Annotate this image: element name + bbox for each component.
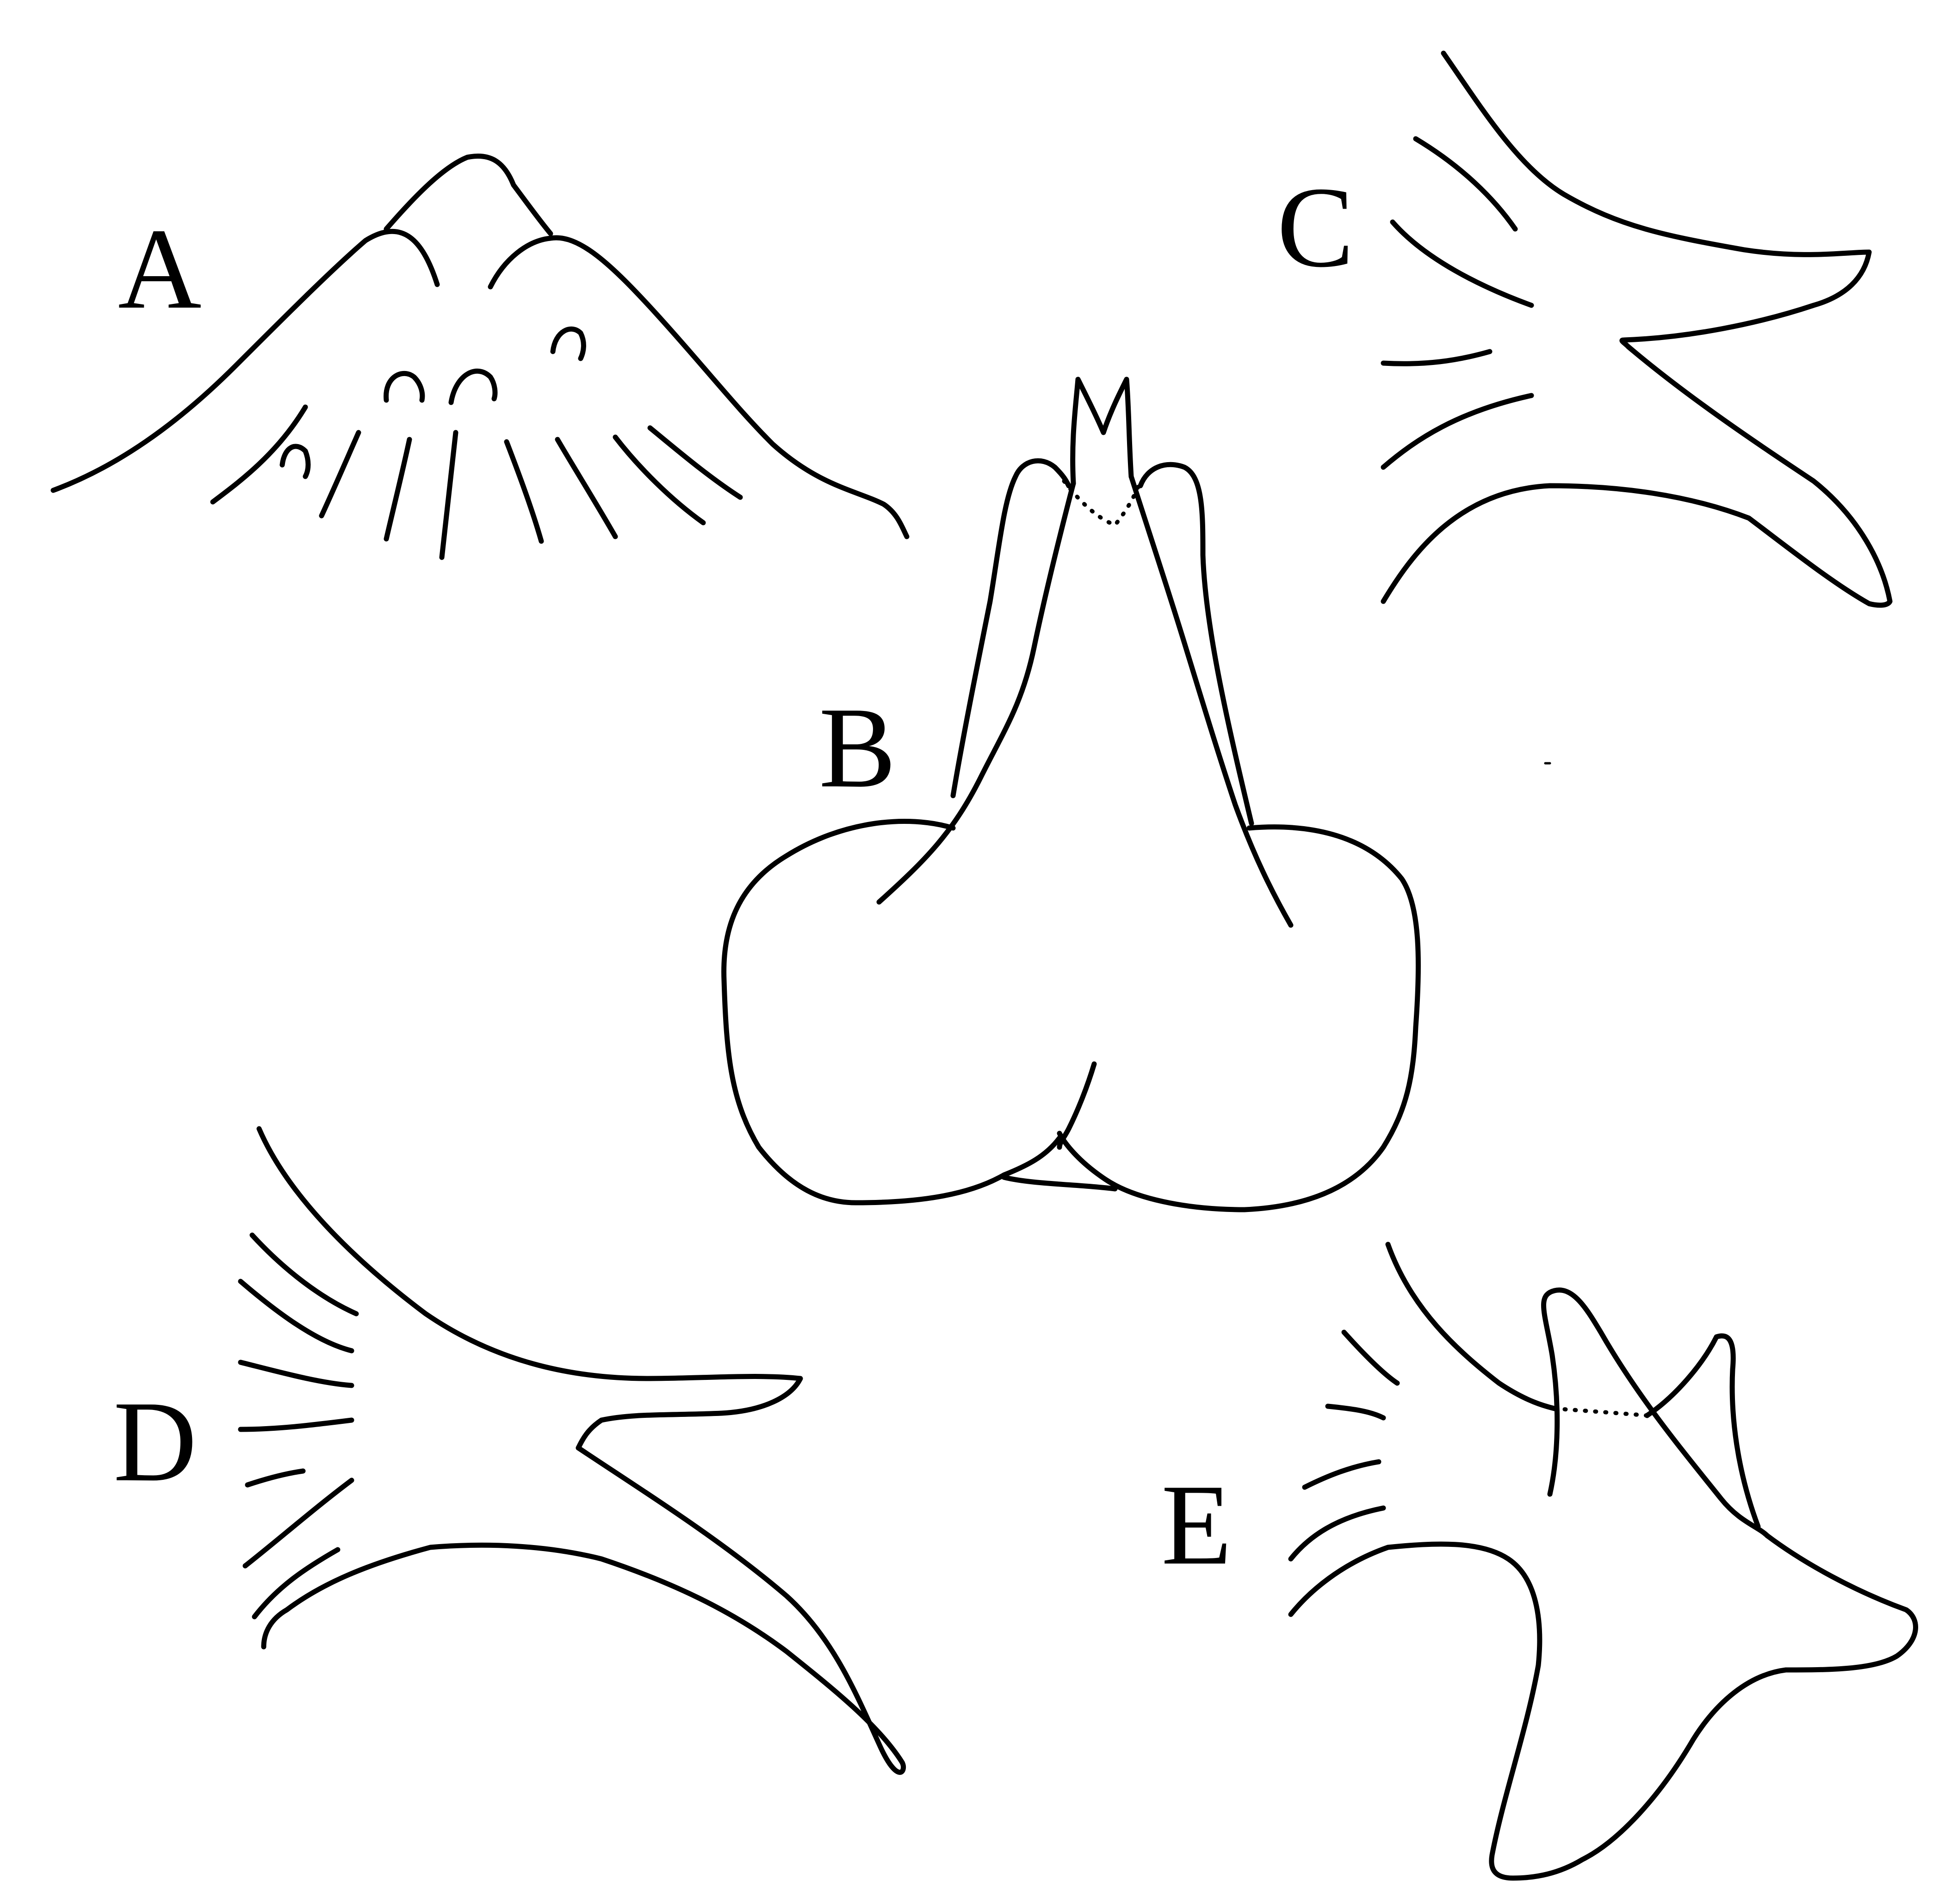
panel-c-stria-4 [1381,393,1534,470]
panel-a-stria-5 [504,439,544,544]
panel-c-label: C [1277,163,1354,291]
panel-d-stria-5 [245,1468,306,1488]
panel-c-upper-edge [1441,50,1872,350]
panel-c-stria-2 [1390,219,1534,308]
panel-b-lobe-right [1057,824,1421,1212]
panel-b-flap-left [950,458,1072,798]
panel-a-outline [50,229,440,493]
panel-c-lower-edge [1381,344,1893,608]
panel-d-stria-7 [252,1547,341,1620]
panel-a-stria-6 [555,437,618,539]
panel-d-stria-2 [238,1279,354,1354]
panel-c-stria-1 [1413,136,1518,232]
panel-e: E [1161,1242,1918,1881]
panel-b-tip [1070,377,1134,486]
panel-b-cleft [1057,1061,1097,1150]
panel-e-right-spike [1644,1333,1761,1529]
panel-b-lobe-left [721,819,1062,1205]
panel-b-neck-left [876,481,1076,905]
panel-a-hook-2 [448,368,498,405]
panel-a: A [50,154,910,560]
panel-a-hook-4 [279,444,311,479]
panel-c-stria-3 [1381,349,1493,366]
panel-e-stria-2 [1325,1403,1386,1421]
panel-a-stria-2 [319,430,361,519]
panel-b-flap-right [1138,462,1254,826]
panel-a-label: A [118,205,202,333]
panel-e-label: E [1161,1461,1232,1589]
panel-d-label: D [113,1378,197,1506]
panel-b-label: B [819,684,896,812]
panel-e-right-arm [1288,1533,1918,1881]
panel-a-crest [384,154,553,236]
panel-b-dotted-junction [1062,479,1143,528]
panel-e-stria-1 [1341,1329,1400,1386]
panel-d-upper-edge [256,1126,803,1451]
panel-d-stria-3 [238,1360,354,1388]
panel-d-stria-4 [238,1417,354,1432]
panel-a-stria-7 [613,434,706,525]
panel-b: B [721,377,1421,1212]
panel-a-hook-1 [384,371,425,403]
panel-a-stria-4 [439,430,458,560]
panel-b-lower-plate [1001,1175,1118,1192]
panel-d-stria-6 [242,1477,354,1569]
panel-a-stria-3 [384,437,412,542]
panel-d-stria-1 [249,1232,359,1317]
panel-e-upright-arm [1541,1287,1770,1539]
panel-e-upper-curve [1385,1242,1557,1411]
panel-a-stria-1 [210,404,308,505]
panel-e-stria-4 [1288,1505,1386,1562]
panel-c: C [1277,50,1893,608]
panel-b-neck-right [1128,474,1294,928]
panel-a-hook-3 [550,326,586,361]
panel-a-right-lobe [488,235,910,539]
panel-e-dotted-junction [1552,1406,1649,1418]
panel-e-stria-3 [1302,1459,1381,1490]
panel-a-stria-8 [647,425,743,500]
panel-d: D [113,1126,906,1775]
panel-d-lower-edge [261,1445,906,1775]
